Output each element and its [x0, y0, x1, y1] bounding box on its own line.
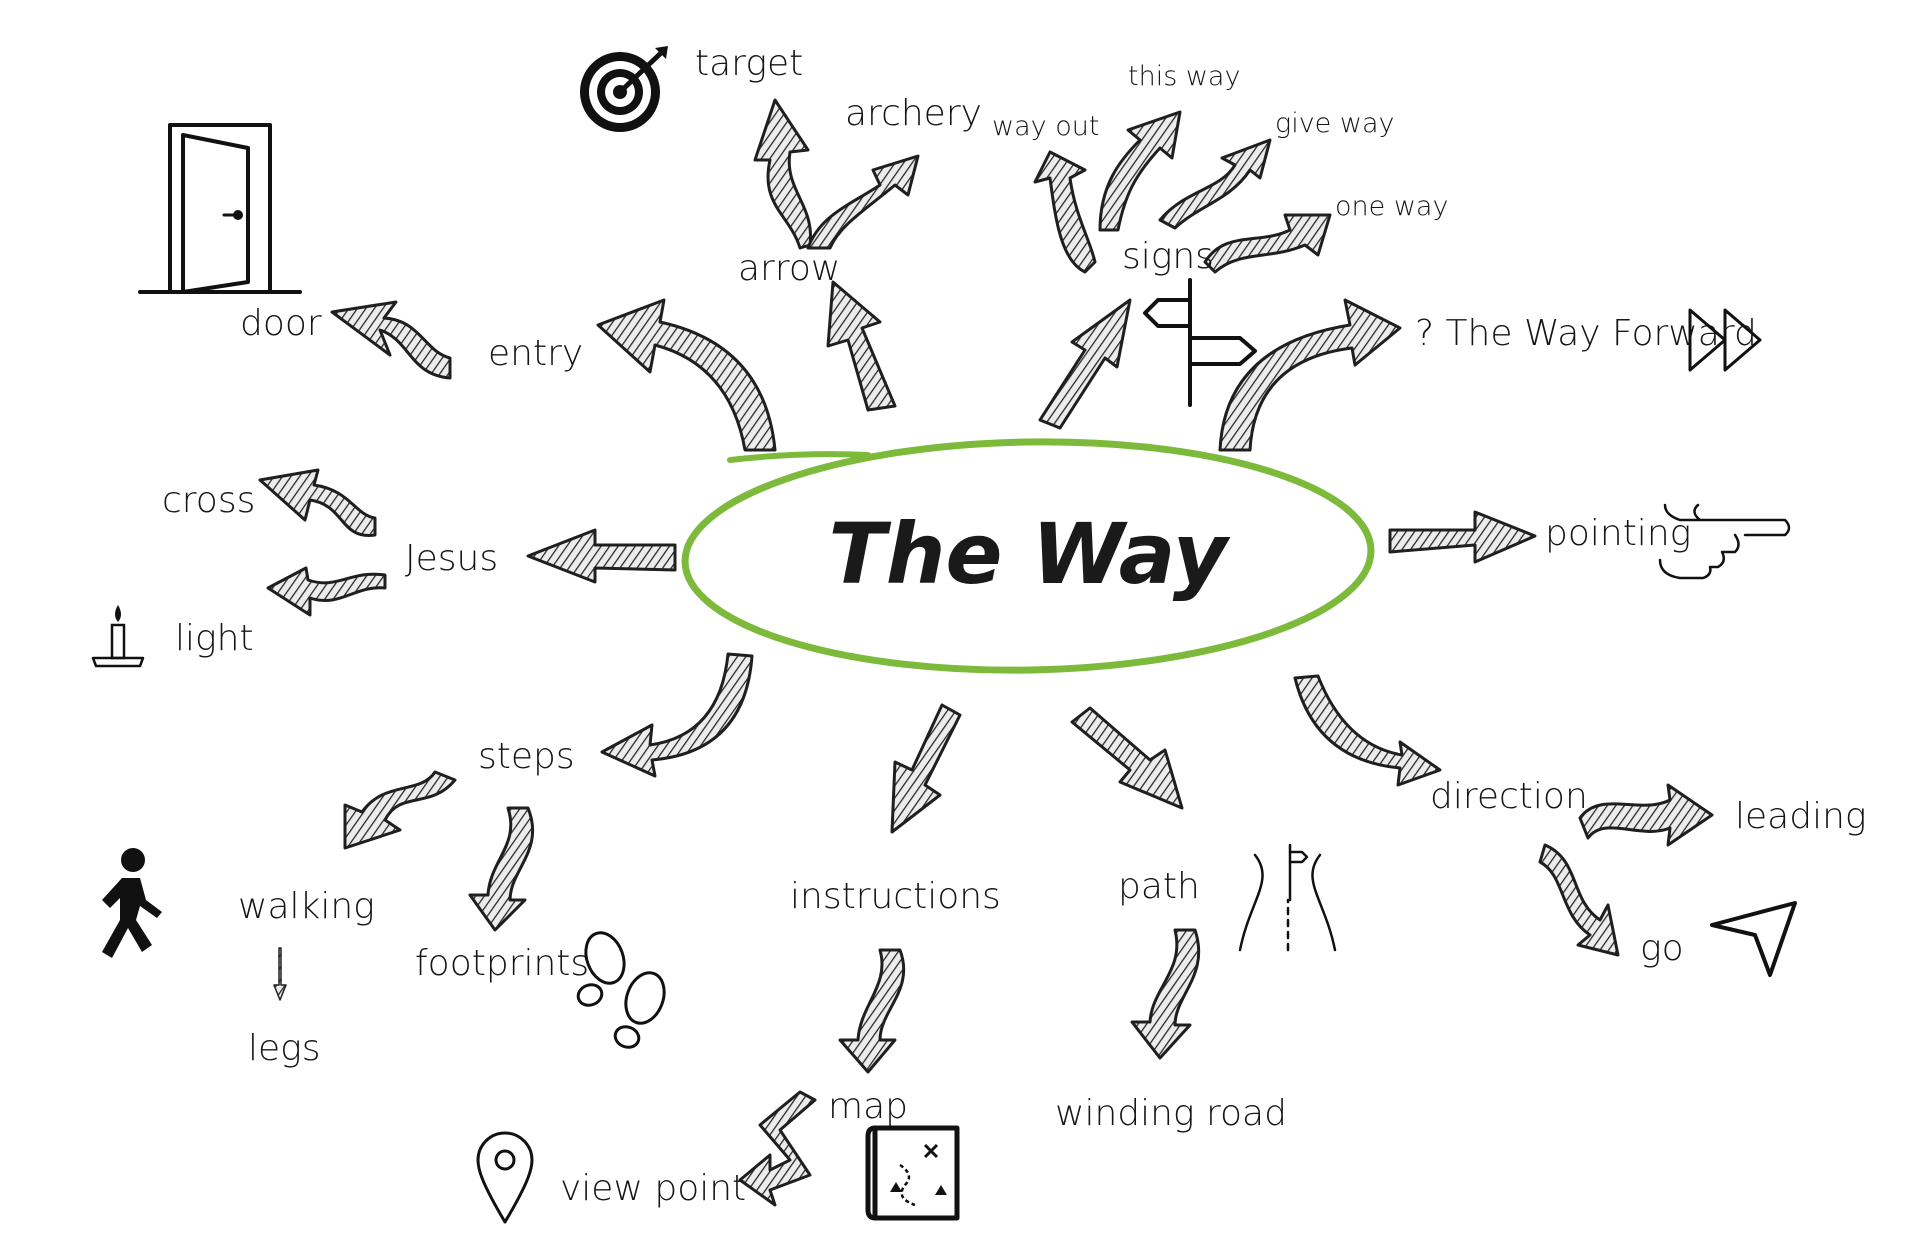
label-way-out: way out — [992, 111, 1099, 142]
arrow-signs-to-this-way — [1098, 110, 1182, 232]
door-icon — [138, 123, 302, 294]
arrow-jesus-to-light — [266, 566, 387, 617]
label-go: go — [1640, 928, 1684, 969]
fast-forward-icon — [1688, 308, 1762, 372]
label-the-way-forward: ? The Way Forward — [1415, 313, 1757, 354]
arrow-jesus-to-cross — [258, 468, 377, 537]
target-icon — [580, 46, 668, 132]
location-pin-icon — [476, 1131, 534, 1224]
label-instructions: instructions — [790, 876, 1001, 917]
arrow-to-instructions — [890, 703, 962, 834]
arrow-to-entry — [596, 298, 777, 452]
center-ring — [681, 438, 1375, 674]
center-title: The Way — [828, 505, 1230, 603]
label-footprints: footprints — [415, 943, 589, 984]
arrow-entry-to-door — [330, 300, 452, 380]
label-cross: cross — [162, 480, 255, 521]
arrow-signs-to-give-way — [1158, 138, 1272, 230]
arrow-map-to-view-point — [738, 1090, 817, 1207]
arrow-direction-to-go — [1538, 843, 1620, 957]
arrow-path-to-winding-road — [1130, 928, 1201, 1060]
arrow-walking-to-legs — [273, 947, 287, 1001]
label-jesus: Jesus — [405, 538, 498, 579]
arrow-signs-to-one-way — [1203, 213, 1332, 274]
arrow-to-jesus — [526, 528, 677, 584]
center-ring-tail — [727, 451, 871, 463]
treasure-map-icon — [865, 1125, 960, 1221]
arrow-signs-to-way-out — [1033, 150, 1097, 274]
label-entry: entry — [488, 333, 583, 374]
footprints-icon — [576, 931, 666, 1049]
label-map: map — [828, 1086, 908, 1127]
label-light: light — [175, 618, 254, 659]
arrow-arrow-to-target — [753, 98, 813, 250]
label-steps: steps — [478, 736, 575, 777]
navigation-arrow-icon — [1710, 901, 1797, 977]
arrow-instructions-to-map — [838, 948, 906, 1074]
label-direction: direction — [1430, 776, 1588, 817]
arrow-arrow-to-archery — [806, 154, 920, 250]
signpost-icon — [1143, 278, 1257, 407]
arrow-to-path — [1070, 706, 1184, 810]
walking-person-icon — [102, 848, 162, 958]
label-path: path — [1118, 866, 1200, 907]
label-arrow: arrow — [738, 248, 840, 289]
label-give-way: give way — [1275, 108, 1394, 139]
label-winding-road: winding road — [1055, 1093, 1287, 1134]
label-walking: walking — [238, 886, 375, 927]
pointing-hand-icon — [1658, 503, 1791, 580]
candle-icon — [91, 605, 145, 668]
label-archery: archery — [845, 93, 982, 134]
arrow-to-signs — [1038, 298, 1132, 430]
arrow-to-pointing — [1388, 510, 1537, 564]
arrow-to-direction — [1293, 674, 1442, 787]
arrow-to-way-forward — [1218, 298, 1402, 452]
label-door: door — [240, 303, 322, 344]
arrow-direction-to-leading — [1578, 783, 1714, 847]
label-legs: legs — [248, 1028, 321, 1069]
center-node: The Way — [681, 438, 1375, 674]
arrow-to-steps — [600, 652, 754, 778]
label-leading: leading — [1735, 796, 1866, 837]
label-pointing: pointing — [1545, 513, 1691, 554]
arrow-to-arrow — [826, 280, 897, 412]
label-signs: signs — [1122, 236, 1214, 277]
label-target: target — [695, 43, 803, 84]
road-icon — [1238, 843, 1337, 952]
arrow-steps-to-footprints — [468, 806, 535, 932]
label-one-way: one way — [1335, 191, 1448, 222]
label-this-way: this way — [1128, 61, 1240, 92]
arrow-steps-to-walking — [343, 770, 457, 850]
label-view-point: view point — [560, 1168, 746, 1209]
